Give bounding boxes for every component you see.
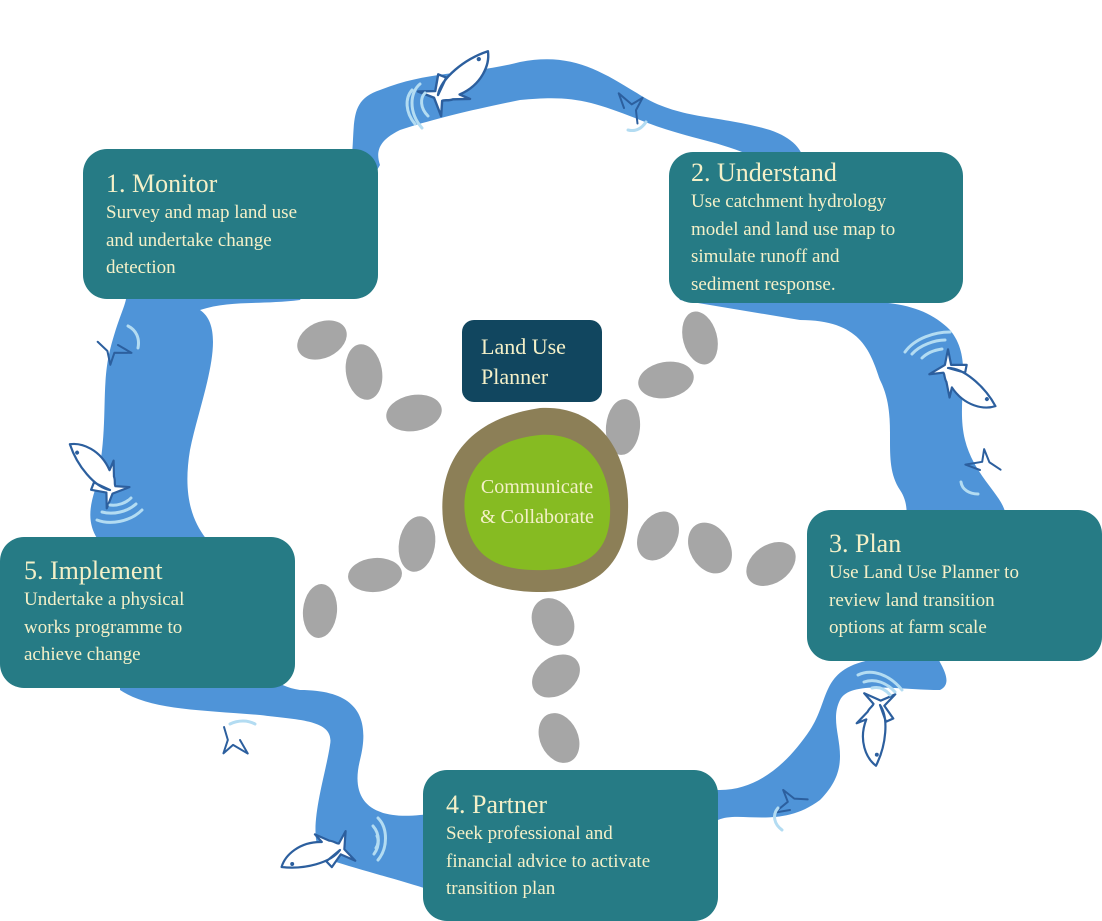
step-desc-line: Use Land Use Planner to xyxy=(829,562,1019,583)
stone xyxy=(688,522,732,574)
step-desc-line: simulate runoff and xyxy=(691,246,840,267)
step-title: 2. Understand xyxy=(691,158,837,187)
step-title: 1. Monitor xyxy=(106,169,218,198)
leaping-fish-icon xyxy=(275,827,357,877)
ripple-icon xyxy=(228,719,257,726)
center-label-line2: & Collaborate xyxy=(480,506,594,528)
fish-tail-icon xyxy=(218,726,253,759)
step-desc-line: Undertake a physical xyxy=(24,589,185,610)
ripple-icon xyxy=(371,816,387,862)
stone xyxy=(637,511,679,561)
ripple-icon xyxy=(773,806,784,832)
stone xyxy=(297,320,347,360)
center-label: Communicate & Collaborate xyxy=(452,472,622,532)
ripple-icon xyxy=(959,480,980,496)
ripple-icon xyxy=(626,120,648,132)
step-desc-line: model and land use map to xyxy=(691,218,896,240)
step-desc-line: financial advice to activate xyxy=(446,850,651,872)
step-desc-line: works programme to xyxy=(24,616,183,638)
stone xyxy=(345,344,383,400)
center-label-line1: Communicate xyxy=(480,476,594,498)
step-desc-line: sediment response. xyxy=(691,273,836,295)
stone xyxy=(638,361,694,399)
step-desc-line: Use catchment hydrology xyxy=(691,191,887,212)
step-desc-line: transition plan xyxy=(446,878,556,899)
step-implement: 5. Implement Undertake a physical works … xyxy=(0,537,295,688)
stone xyxy=(605,399,641,455)
planner-label-line1: Land Use xyxy=(481,334,566,359)
stepping-stones xyxy=(297,311,796,763)
step-title: 5. Implement xyxy=(24,556,163,585)
stone xyxy=(302,584,338,638)
step-desc-line: Seek professional and xyxy=(446,823,613,844)
step-title: 4. Partner xyxy=(446,790,548,819)
step-understand: 2. Understand Use catchment hydrology mo… xyxy=(669,152,963,303)
step-desc-line: options at farm scale xyxy=(829,617,987,638)
step-desc-line: Survey and map land use xyxy=(106,202,298,223)
stone xyxy=(348,557,402,593)
step-desc-line: achieve change xyxy=(24,644,141,665)
stone xyxy=(746,542,796,586)
leaping-fish-icon xyxy=(848,687,899,769)
step-desc-line: detection xyxy=(106,257,176,278)
ripple-icon xyxy=(126,324,140,350)
ripple-icon xyxy=(405,82,430,130)
stone xyxy=(386,394,442,432)
ripple-icon xyxy=(903,330,952,360)
stone xyxy=(531,598,575,646)
step-plan: 3. Plan Use Land Use Planner to review l… xyxy=(807,510,1102,661)
stone xyxy=(532,654,580,698)
step-title: 3. Plan xyxy=(829,529,902,558)
center-inner-circle xyxy=(464,434,611,571)
step-monitor: 1. Monitor Survey and map land use and u… xyxy=(83,149,378,299)
planner-label-line2: Planner xyxy=(481,364,549,389)
land-use-planner-box: Land Use Planner xyxy=(462,320,602,402)
stone xyxy=(398,516,436,572)
step-partner: 4. Partner Seek professional and financi… xyxy=(423,770,718,921)
step-desc-line: review land transition xyxy=(829,589,995,611)
ripple-icon xyxy=(856,670,904,697)
ripple-icon xyxy=(95,496,144,524)
stone xyxy=(538,713,580,763)
step-desc-line: and undertake change xyxy=(106,229,272,251)
stone xyxy=(682,311,718,365)
